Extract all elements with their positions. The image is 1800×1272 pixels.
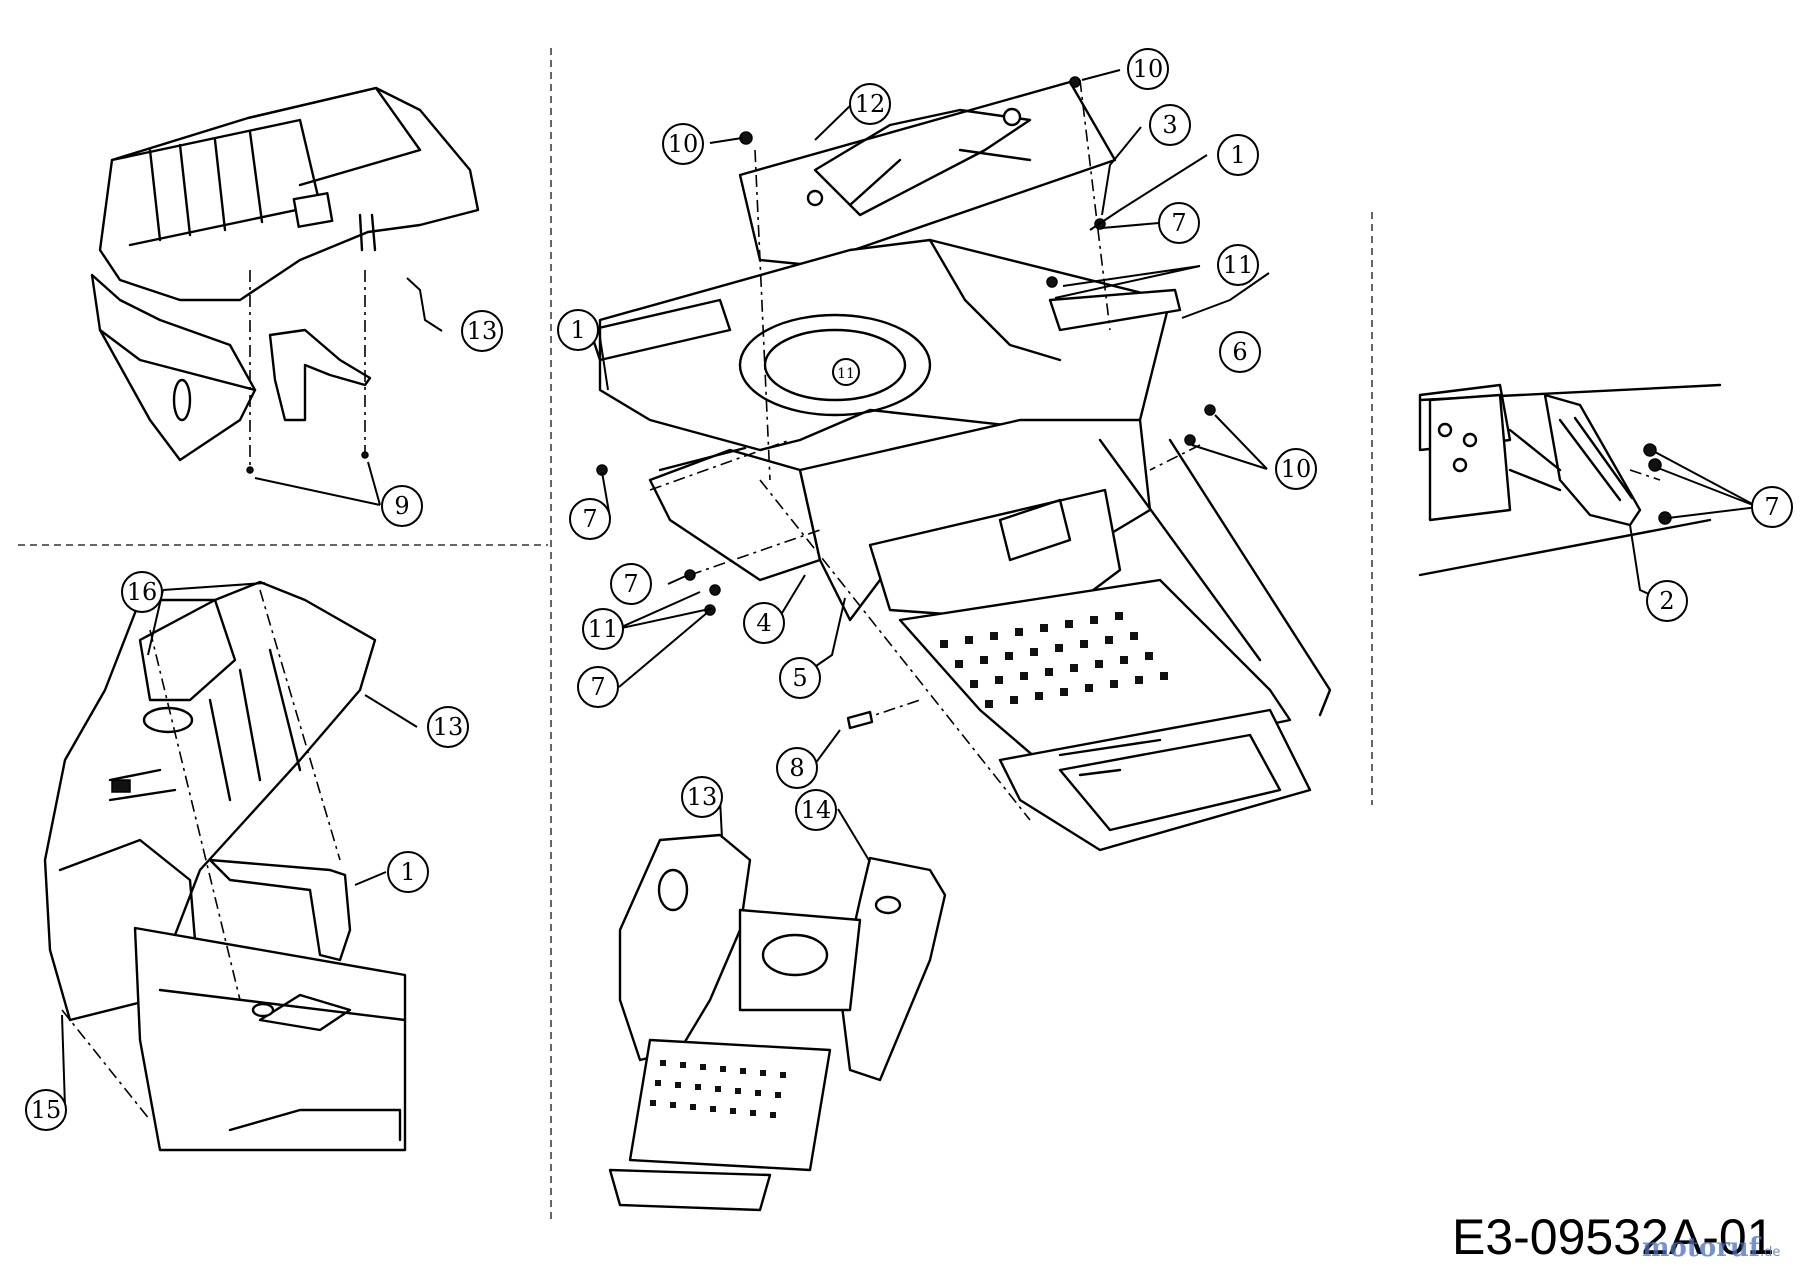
callout-3-label: 3 bbox=[1162, 111, 1177, 139]
fender-shroud-bottom-left bbox=[43, 580, 407, 1152]
callout-10: 10 bbox=[662, 123, 704, 165]
callout-5-label: 5 bbox=[792, 664, 807, 692]
callout-15: 15 bbox=[25, 1089, 67, 1131]
callout-4: 4 bbox=[743, 602, 785, 644]
callout-10-label: 10 bbox=[1133, 55, 1164, 83]
callout-2: 2 bbox=[1646, 580, 1688, 622]
callout-1: 1 bbox=[1217, 134, 1259, 176]
callout-11: 11 bbox=[582, 608, 624, 650]
callout-8-label: 8 bbox=[789, 754, 804, 782]
callout-1-label: 1 bbox=[570, 316, 585, 344]
drawing-code: E3-09532A-01 bbox=[1452, 1209, 1774, 1265]
callout-13-label: 13 bbox=[467, 317, 498, 345]
callout-11-label: 11 bbox=[588, 615, 619, 643]
callout-7-label: 7 bbox=[1171, 209, 1186, 237]
watermark-domain: .de bbox=[1760, 1245, 1780, 1260]
callout-6: 6 bbox=[1219, 331, 1261, 373]
callout-10-label: 10 bbox=[668, 130, 699, 158]
callout-10-label: 10 bbox=[1281, 455, 1312, 483]
callout-2-label: 2 bbox=[1659, 587, 1674, 615]
callout-8: 8 bbox=[776, 747, 818, 789]
watermark-logo: motoruf bbox=[1642, 1233, 1762, 1263]
callout-7: 7 bbox=[577, 666, 619, 708]
callout-13: 13 bbox=[681, 776, 723, 818]
callout-15-label: 15 bbox=[31, 1096, 62, 1124]
callout-13-label: 13 bbox=[433, 713, 464, 741]
callout-11-label: 11 bbox=[1223, 251, 1254, 279]
callout-leaders bbox=[61, 69, 1759, 1108]
callout-6-label: 6 bbox=[1232, 338, 1247, 366]
frame-assembly-center bbox=[588, 76, 1332, 852]
callout-1-label: 1 bbox=[1230, 141, 1245, 169]
callout-11: 11 bbox=[1217, 244, 1259, 286]
callout-12-label: 12 bbox=[855, 90, 886, 118]
callout-5: 5 bbox=[779, 657, 821, 699]
callout-11-small-label: 11 bbox=[837, 366, 855, 382]
callout-9-label: 9 bbox=[394, 492, 409, 520]
callout-13-label: 13 bbox=[687, 783, 718, 811]
panel-separators bbox=[18, 48, 1373, 1220]
callout-16: 16 bbox=[121, 571, 163, 613]
callout-7: 7 bbox=[1158, 202, 1200, 244]
callout-12: 12 bbox=[849, 83, 891, 125]
callout-7-label: 7 bbox=[582, 505, 597, 533]
bracket-detail-right bbox=[1418, 383, 1722, 577]
callout-14: 14 bbox=[795, 789, 837, 831]
callout-7-label: 7 bbox=[623, 570, 638, 598]
callout-4-label: 4 bbox=[756, 609, 771, 637]
callout-7: 7 bbox=[569, 498, 611, 540]
callout-1-label: 1 bbox=[400, 858, 415, 886]
fender-shroud-top-left bbox=[90, 86, 480, 474]
callout-7: 7 bbox=[1751, 486, 1793, 528]
callout-14-label: 14 bbox=[801, 796, 832, 824]
floor-perforations bbox=[940, 612, 1168, 708]
callout-16-label: 16 bbox=[127, 578, 158, 606]
callout-7-label: 7 bbox=[590, 673, 605, 701]
callout-9: 9 bbox=[381, 485, 423, 527]
assembled-floor-perforations bbox=[650, 1060, 786, 1118]
callout-10: 10 bbox=[1127, 48, 1169, 90]
callout-13: 13 bbox=[461, 310, 503, 352]
callout-7: 7 bbox=[610, 563, 652, 605]
callout-7-label: 7 bbox=[1764, 493, 1779, 521]
assembled-view-bottom bbox=[608, 833, 947, 1212]
callout-10: 10 bbox=[1275, 448, 1317, 490]
callout-1: 1 bbox=[557, 309, 599, 351]
callout-11-small: 11 bbox=[832, 358, 860, 386]
callout-3: 3 bbox=[1149, 104, 1191, 146]
callout-1: 1 bbox=[387, 851, 429, 893]
callout-13: 13 bbox=[427, 706, 469, 748]
